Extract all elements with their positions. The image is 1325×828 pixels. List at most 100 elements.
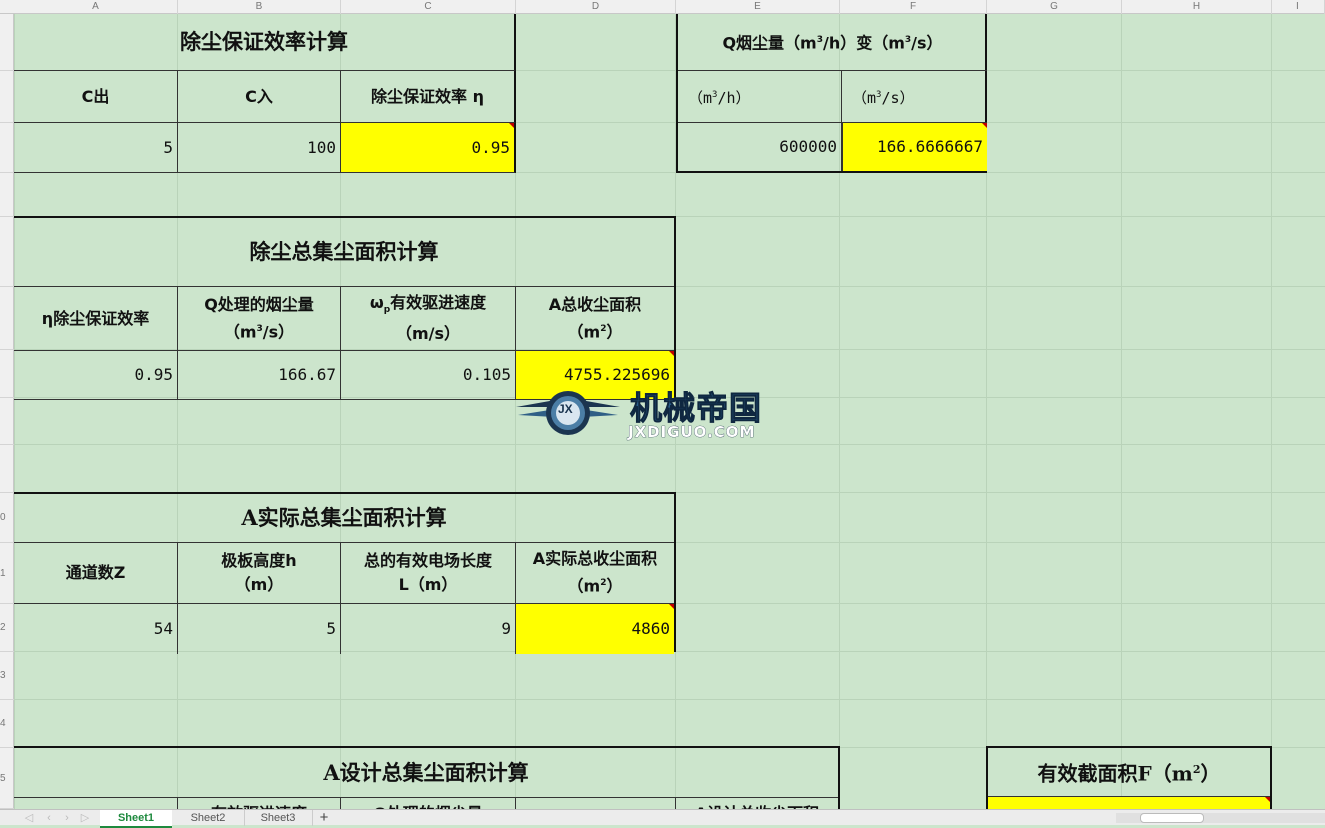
watermark-badge: JX	[558, 402, 573, 416]
flow-title-part: /s）	[911, 33, 943, 53]
row-header[interactable]	[0, 287, 14, 350]
row-header-13[interactable]: 3	[0, 652, 14, 700]
row-header[interactable]	[0, 173, 14, 217]
header-actual-area[interactable]: A实际总收尘面积 （m2）	[516, 543, 674, 604]
tab-sheet2[interactable]: Sheet2	[172, 810, 245, 826]
design-area-title[interactable]: A设计总集尘面积计算	[14, 748, 838, 798]
header-line: （m	[567, 576, 601, 596]
value-q-processed[interactable]: 166.67	[178, 351, 341, 400]
header-plate-height[interactable]: 极板高度h （m）	[178, 543, 341, 604]
row-header-14[interactable]: 4	[0, 700, 14, 748]
watermark-cn: 机械帝国	[629, 389, 763, 428]
header-line: A总收尘面积	[548, 294, 642, 314]
comment-marker	[509, 123, 514, 128]
column-header-a[interactable]: A	[14, 0, 178, 14]
value-c-in[interactable]: 100	[178, 123, 341, 173]
header-line: 极板高度h	[221, 551, 297, 570]
header-line: （m	[223, 322, 257, 342]
value-plate-height[interactable]: 5	[178, 604, 341, 654]
header-channels[interactable]: 通道数Z	[14, 543, 178, 604]
column-header-d[interactable]: D	[516, 0, 676, 14]
column-header-h[interactable]: H	[1122, 0, 1272, 14]
dust-efficiency-title[interactable]: 除尘保证效率计算	[14, 14, 516, 71]
value-drift-velocity[interactable]: 0.105	[341, 351, 516, 400]
header-cell[interactable]	[14, 798, 178, 809]
total-area-title[interactable]: 除尘总集尘面积计算	[14, 218, 674, 287]
prev-sheet-icon[interactable]: ‹	[47, 812, 51, 824]
flow-conversion-title[interactable]: Q烟尘量（m3/h）变（m3/s）	[678, 14, 987, 71]
column-header-b[interactable]: B	[178, 0, 341, 14]
header-design-area[interactable]: A设计总收尘面积	[676, 798, 838, 809]
last-sheet-icon[interactable]: ▷	[80, 812, 90, 824]
row-header-12[interactable]: 2	[0, 604, 14, 652]
actual-area-title[interactable]: A实际总集尘面积计算	[14, 494, 674, 543]
subscript: p	[383, 305, 391, 316]
row-header[interactable]	[0, 398, 14, 445]
header-line: ）	[606, 322, 623, 342]
value-c-out[interactable]: 5	[14, 123, 178, 173]
row-header-15[interactable]: 5	[0, 748, 14, 809]
header-c-out[interactable]: C出	[14, 71, 178, 123]
value-actual-area[interactable]: 4860	[516, 604, 674, 654]
tab-sheet3[interactable]: Sheet3	[244, 810, 313, 826]
header-total-area[interactable]: A总收尘面积 （m2）	[516, 287, 674, 351]
header-q-processed[interactable]: Q处理的烟尘量 （m3/s）	[178, 287, 341, 351]
column-header-c[interactable]: C	[341, 0, 516, 14]
value-channels[interactable]: 54	[14, 604, 178, 654]
horizontal-scrollbar[interactable]	[1116, 813, 1325, 823]
value-field-length[interactable]: 9	[341, 604, 516, 654]
header-cell[interactable]	[516, 798, 676, 809]
header-line: L（m）	[398, 575, 458, 594]
header-field-length[interactable]: 总的有效电场长度 L（m）	[341, 543, 516, 604]
header-line: A实际总收尘面积	[532, 549, 658, 569]
first-sheet-icon[interactable]: ◁	[24, 812, 34, 824]
value-m3s[interactable]: 166.6666667	[842, 123, 987, 171]
value-effective-section[interactable]	[988, 797, 1270, 809]
superscript: 3	[816, 35, 823, 46]
title-part: ）	[1200, 761, 1221, 786]
column-header-e[interactable]: E	[676, 0, 840, 14]
comment-marker	[669, 604, 674, 609]
block-total-area: 除尘总集尘面积计算 η除尘保证效率 Q处理的烟尘量 （m3/s） ωp有效驱进速…	[14, 216, 676, 400]
row-header-11[interactable]: 1	[0, 543, 14, 604]
unit-m3h[interactable]: （m3/h）	[678, 71, 842, 123]
row-header[interactable]	[0, 123, 14, 173]
row-header[interactable]	[0, 14, 14, 71]
row-header[interactable]	[0, 445, 14, 493]
header-design-q[interactable]: Q处理的烟尘量	[341, 798, 516, 809]
superscript: 3	[256, 323, 263, 334]
block-dust-efficiency: 除尘保证效率计算 C出 C入 除尘保证效率 η 5 100 0.95	[14, 14, 516, 173]
superscript: 2	[600, 578, 607, 589]
effective-section-title[interactable]: 有效截面积F（m2）	[988, 748, 1270, 797]
row-header[interactable]	[0, 217, 14, 287]
row-header-10[interactable]: 0	[0, 493, 14, 543]
flow-title-part: /h）变（m	[822, 33, 905, 53]
title-part: 有效截面积F（m	[1037, 761, 1193, 786]
next-sheet-icon[interactable]: ›	[65, 812, 69, 824]
header-line: 有效驱进速度	[390, 292, 487, 312]
column-header-f[interactable]: F	[840, 0, 987, 14]
value-m3h[interactable]: 600000	[678, 123, 842, 171]
scrollbar-thumb[interactable]	[1140, 813, 1204, 823]
row-header[interactable]	[0, 71, 14, 123]
header-c-in[interactable]: C入	[178, 71, 341, 123]
value-total-area-text: 4755.225696	[564, 365, 670, 384]
header-efficiency[interactable]: 除尘保证效率 η	[341, 71, 516, 123]
header-drift-velocity[interactable]: ωp有效驱进速度 （m/s）	[341, 287, 516, 351]
add-sheet-button[interactable]: +	[319, 809, 329, 826]
superscript: 2	[600, 323, 607, 334]
unit-m3s[interactable]: （m3/s）	[842, 71, 987, 123]
tab-sheet1[interactable]: Sheet1	[100, 810, 172, 828]
unit-part: （m	[852, 89, 877, 107]
superscript: 3	[712, 90, 718, 100]
header-eta[interactable]: η除尘保证效率	[14, 287, 178, 351]
header-design-drift[interactable]: 有效驱进速度	[178, 798, 341, 809]
superscript: 3	[904, 35, 912, 46]
row-header[interactable]	[0, 350, 14, 398]
value-efficiency[interactable]: 0.95	[341, 123, 516, 173]
value-eta[interactable]: 0.95	[14, 351, 178, 400]
column-header-g[interactable]: G	[987, 0, 1122, 14]
value-total-area[interactable]: 4755.225696	[516, 351, 674, 400]
block-design-area: A设计总集尘面积计算 有效驱进速度 Q处理的烟尘量 A设计总收尘面积	[14, 746, 840, 809]
row-header-bar: 0 1 2 3 4 5	[0, 14, 14, 809]
